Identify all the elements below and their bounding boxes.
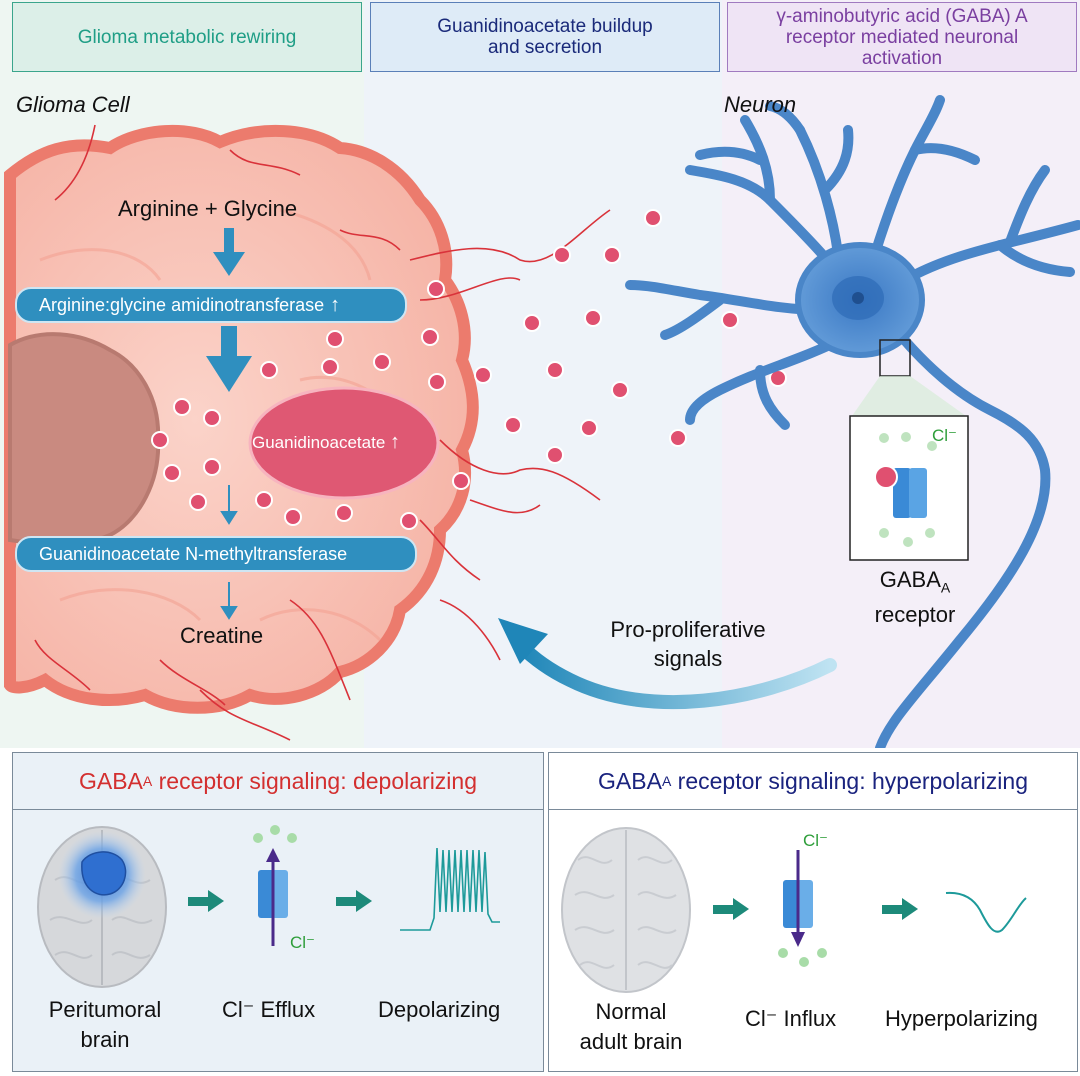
depolarizing-title-sub: A	[142, 773, 153, 789]
normal-brain-label: Normal adult brain	[556, 997, 706, 1057]
pro-proliferative-line2: signals	[653, 646, 723, 671]
gaba-a-receptor-label: GABAA receptor	[860, 566, 970, 628]
depolarizing-title-rest: receptor signaling: depolarizing	[152, 767, 478, 794]
pro-proliferative-line1: Pro-proliferative	[610, 617, 766, 642]
guanidinoacetate-ellipse	[248, 386, 440, 500]
header-right-line2: receptor mediated neuronal	[785, 26, 1019, 48]
guanidinoacetate-text: Guanidinoacetate	[252, 433, 386, 452]
header-right-line3: activation	[861, 47, 943, 69]
neuron	[625, 95, 1080, 748]
receptor-text: receptor	[874, 602, 956, 628]
guanidinoacetate-label: Guanidinoacetate ↑	[252, 431, 400, 454]
header-middle-line2: and secretion	[487, 37, 603, 58]
gaba-receptor-inset	[874, 432, 937, 547]
normal-line2: adult brain	[579, 1029, 683, 1054]
gaba-a-subscript: A	[940, 579, 951, 596]
header-right-line1: γ-aminobutyric acid (GABA) A	[776, 5, 1028, 27]
gamt-label: Guanidinoacetate N-methyltransferase	[39, 543, 348, 564]
red-filaments	[34, 124, 611, 741]
creatine-label: Creatine	[180, 623, 264, 648]
depolarizing-title-main: GABA	[78, 767, 143, 794]
agat-up-arrow: ↑	[330, 293, 341, 316]
hyperpolarizing-title-sub: A	[661, 773, 672, 789]
pathway-arrows	[206, 228, 252, 392]
molecules	[151, 209, 787, 530]
influx-chloride-label: Cl⁻	[803, 831, 829, 850]
arginine-glycine-label: Arginine + Glycine	[118, 196, 298, 221]
depolarizing-label: Depolarizing	[378, 997, 501, 1022]
neuron-label: Neuron	[724, 92, 797, 117]
header-left-text: Glioma metabolic rewiring	[77, 26, 297, 48]
glioma-cell-label: Glioma Cell	[16, 92, 130, 117]
gaba-a-text: GABA	[879, 567, 941, 592]
efflux-chloride-label: Cl⁻	[290, 933, 316, 952]
peritumoral-line1: Peritumoral	[48, 997, 162, 1022]
cl-influx-label: Cl⁻ Influx	[745, 1006, 837, 1031]
header-gaba-receptor-activation: γ-aminobutyric acid (GABA) A receptor me…	[727, 2, 1077, 72]
peritumoral-brain-label: Peritumoral brain	[30, 995, 180, 1055]
gamt-enzyme-pill: Guanidinoacetate N-methyltransferase	[15, 536, 417, 572]
normal-line1: Normal	[595, 999, 667, 1024]
main-illustration	[4, 95, 1080, 748]
peritumoral-line2: brain	[80, 1027, 130, 1052]
agat-enzyme-pill: Arginine:glycine amidinotransferase ↑	[15, 287, 407, 323]
cl-efflux-label: Cl⁻ Efflux	[222, 997, 316, 1022]
hyperpolarizing-label: Hyperpolarizing	[885, 1006, 1038, 1031]
hyperpolarizing-title-main: GABA	[598, 767, 662, 794]
agat-label: Arginine:glycine amidinotransferase	[39, 294, 325, 315]
inset-chloride-label: Cl⁻	[932, 426, 958, 445]
header-middle-line1: Guanidinoacetate buildup	[437, 16, 653, 37]
header-guanidinoacetate-buildup: Guanidinoacetate buildup and secretion	[370, 2, 720, 72]
pro-proliferative-label: Pro-proliferative signals	[578, 615, 798, 673]
hyperpolarizing-title-rest: receptor signaling: hyperpolarizing	[671, 767, 1028, 794]
header-glioma-metabolic-rewiring: Glioma metabolic rewiring	[12, 2, 362, 72]
guanidinoacetate-up-arrow: ↑	[390, 431, 401, 453]
pro-proliferative-arrow	[513, 638, 837, 710]
